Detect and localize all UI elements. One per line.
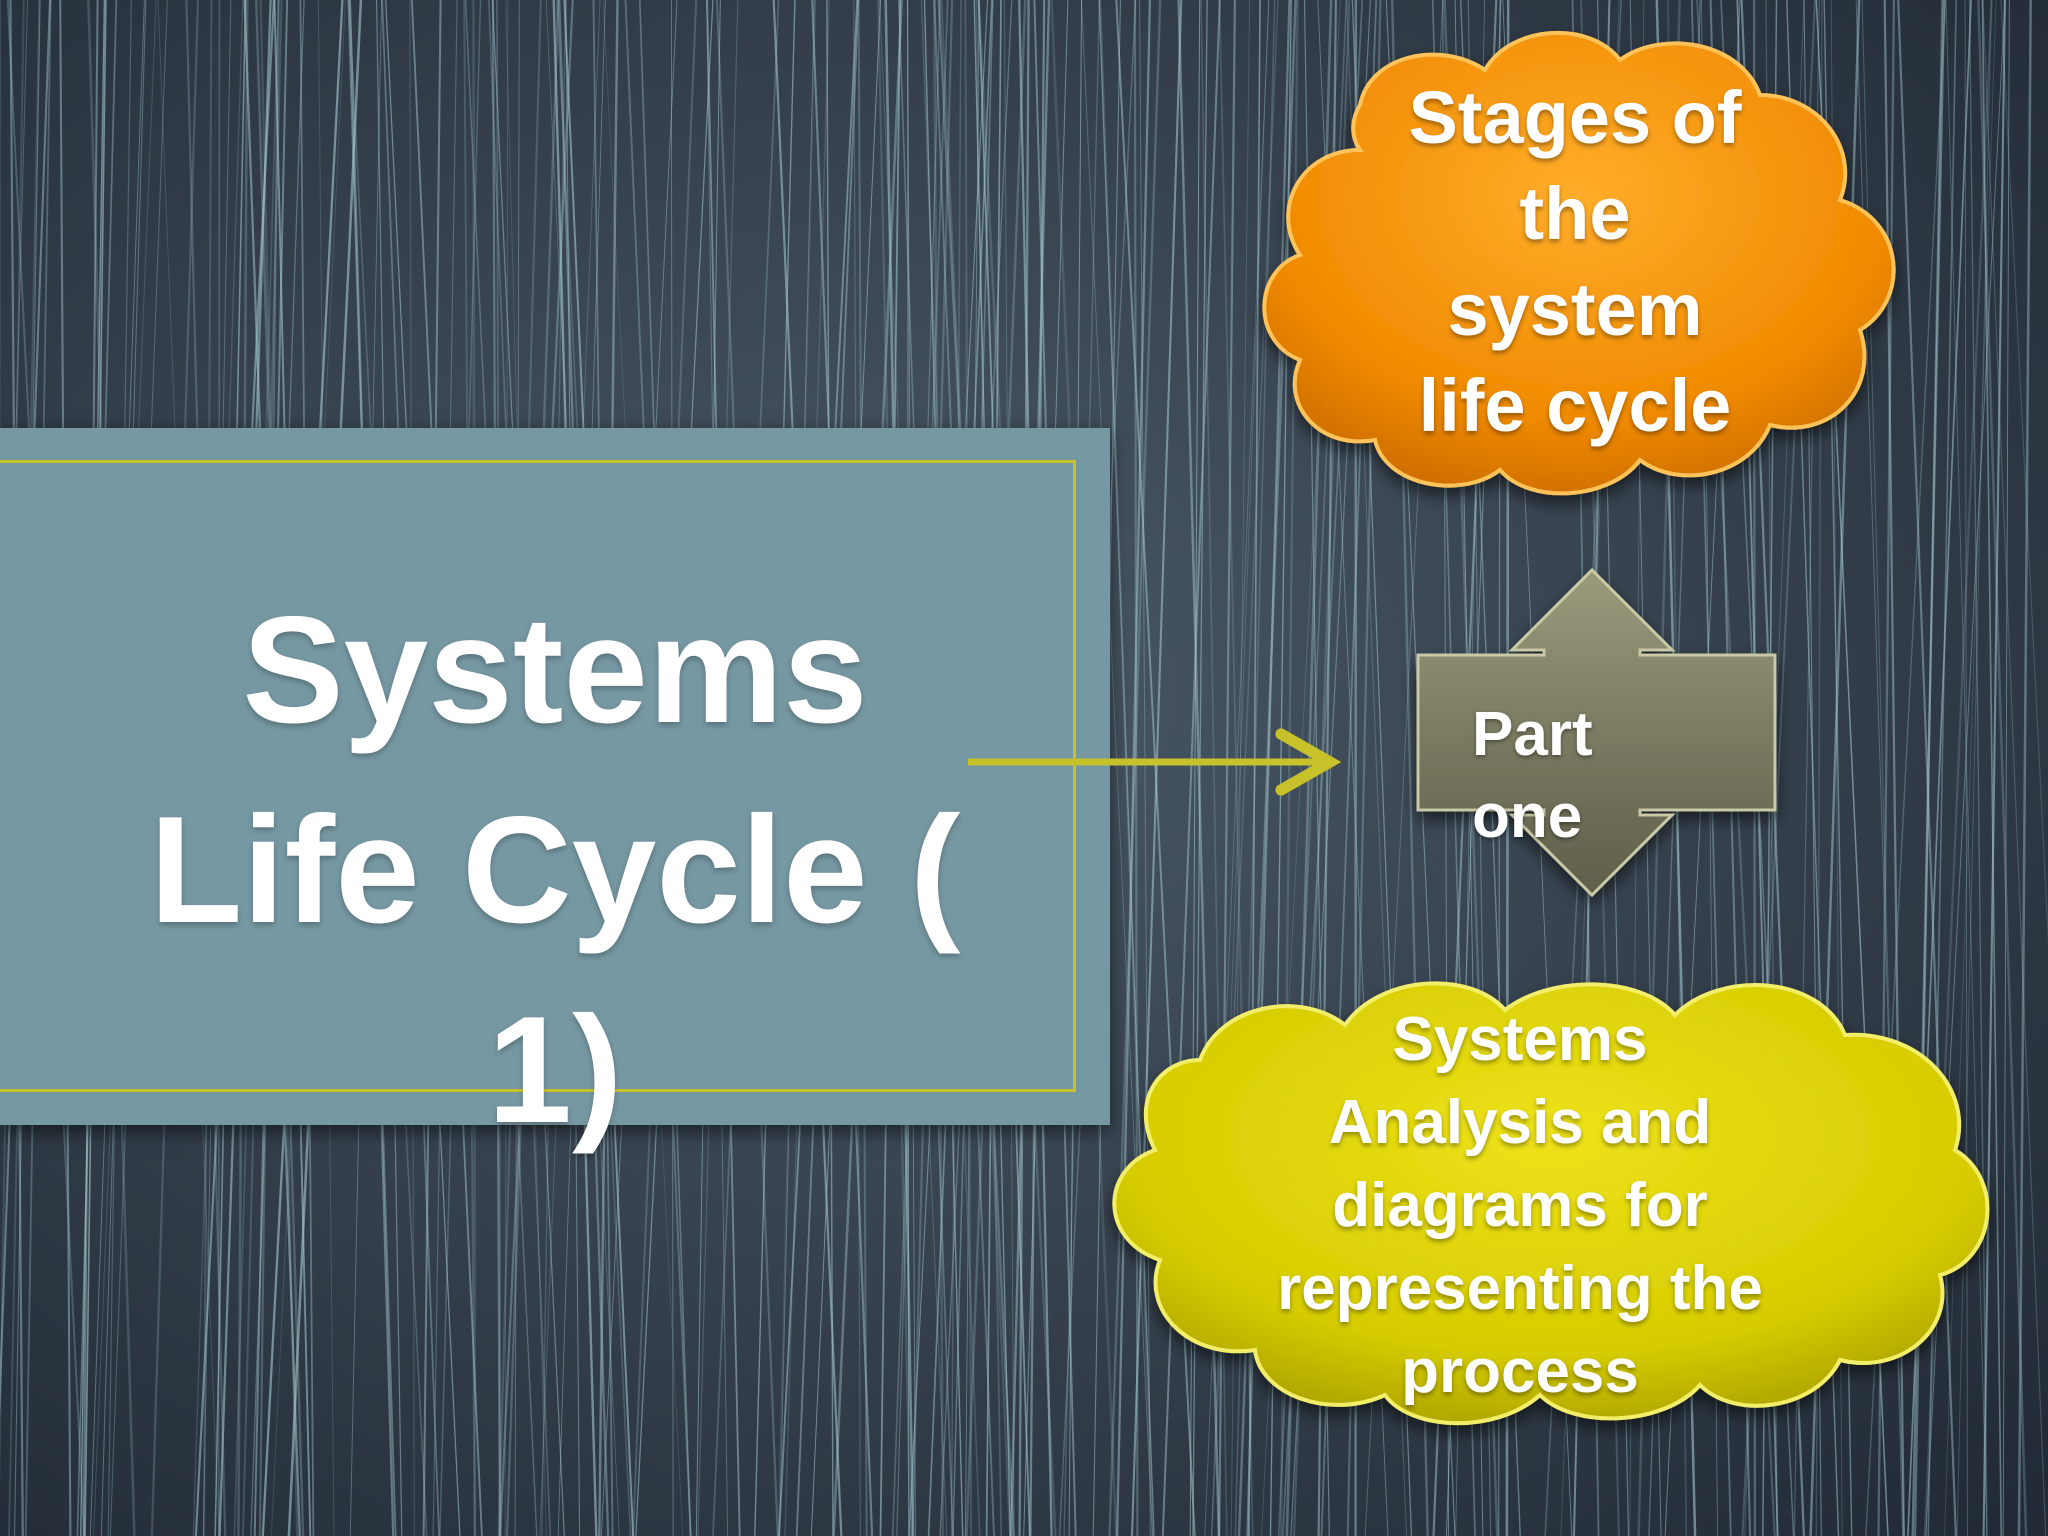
background-streak bbox=[1130, 0, 1183, 1536]
background-streak bbox=[1897, 0, 1957, 1536]
title-line: Life Cycle ( bbox=[149, 785, 961, 955]
cloud-line: Systems bbox=[1392, 1005, 1648, 1074]
connector-line: Part bbox=[1472, 700, 1593, 769]
cloud-line: system bbox=[1447, 268, 1703, 351]
cloud-line: representing the bbox=[1277, 1254, 1763, 1323]
background-streak bbox=[1981, 0, 2003, 1536]
background-streak bbox=[1139, 0, 1151, 1536]
background-streak bbox=[1098, 0, 1155, 1536]
cloud-line: diagrams for bbox=[1332, 1171, 1708, 1240]
background-streak bbox=[1982, 0, 2047, 1536]
background-streak bbox=[1098, 0, 1155, 1536]
background-streak bbox=[1982, 0, 2006, 1536]
cloud-stages bbox=[1262, 30, 1896, 496]
background-streak bbox=[1108, 0, 1162, 1536]
cloud-line: process bbox=[1401, 1337, 1639, 1406]
slide-title: Systems Life Cycle ( 1) bbox=[40, 570, 1070, 1170]
background-streak bbox=[1115, 0, 1152, 1536]
background-streak bbox=[2017, 0, 2032, 1536]
title-frame bbox=[0, 460, 1076, 1092]
cloud-line: Analysis and bbox=[1328, 1088, 1712, 1157]
connector-line: one bbox=[1472, 782, 1583, 851]
title-panel bbox=[0, 428, 1110, 1125]
cloud-line: the bbox=[1519, 172, 1631, 255]
title-line: Systems bbox=[242, 585, 868, 755]
connector-shape bbox=[1416, 567, 1777, 898]
cloud-stages-label: Stages of the system life cycle bbox=[1350, 70, 1800, 454]
background-streak bbox=[1968, 0, 1988, 1536]
background-streak bbox=[1964, 0, 1968, 1536]
connector-label: Part one bbox=[1420, 694, 1720, 858]
cloud-line: Stages of bbox=[1408, 76, 1742, 159]
title-line: 1) bbox=[487, 985, 623, 1155]
background-streak bbox=[1945, 0, 1988, 1536]
background-streak bbox=[1943, 0, 1997, 1536]
background-streak bbox=[2000, 0, 2048, 946]
cloud-analysis-label: Systems Analysis and diagrams for repres… bbox=[1190, 998, 1850, 1413]
cloud-line: life cycle bbox=[1418, 364, 1732, 447]
background-streak bbox=[2002, 0, 2010, 1536]
cloud-analysis bbox=[1112, 981, 1990, 1426]
background-streak bbox=[1133, 0, 1139, 1536]
